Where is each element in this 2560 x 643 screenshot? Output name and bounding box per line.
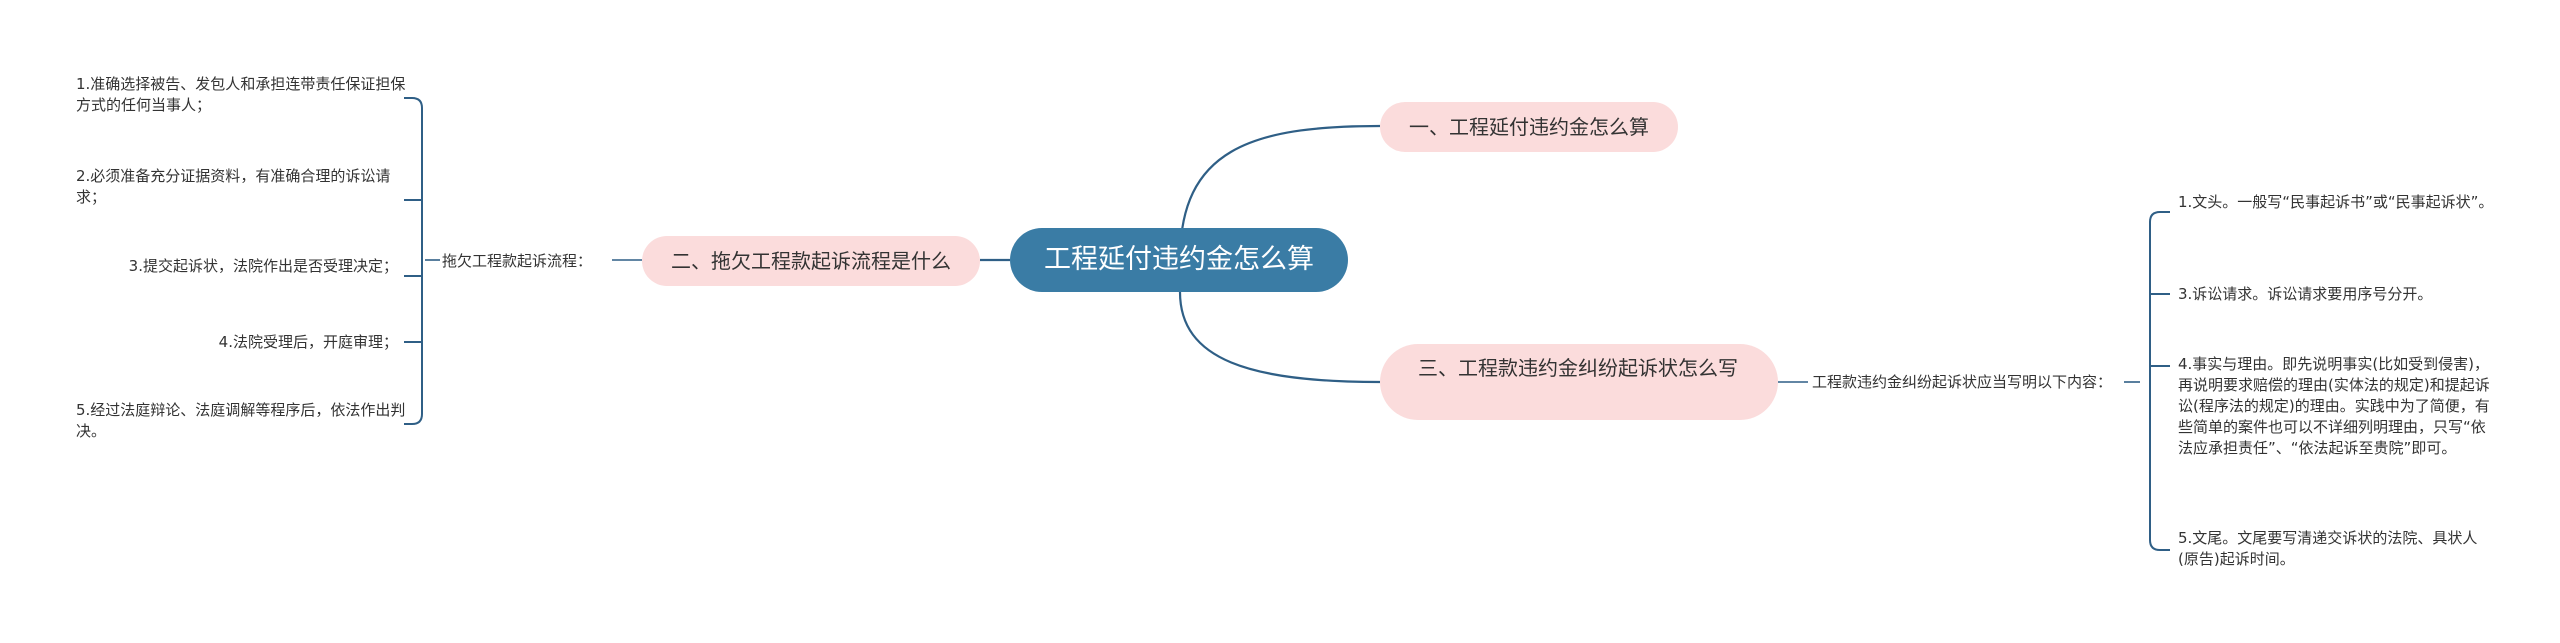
branch-3-sublabel[interactable]: 工程款违约金纠纷起诉状应当写明以下内容： (1812, 373, 2113, 391)
leaf-left-2[interactable]: 2.必须准备充分证据资料，有准确合理的诉讼请求； (76, 167, 391, 206)
bracket-right (2149, 211, 2161, 551)
branch-node-2[interactable]: 二、拖欠工程款起诉流程是什么 (642, 236, 980, 286)
branch-2-sublabel[interactable]: 拖欠工程款起诉流程： (442, 252, 593, 270)
leaf-left-5[interactable]: 5.经过法庭辩论、法庭调解等程序后，依法作出判决。 (76, 401, 406, 440)
link-root-branch3 (1178, 291, 1381, 384)
root-node[interactable]: 工程延付违约金怎么算 (1010, 228, 1348, 292)
leaf-right-4[interactable]: 5.文尾。文尾要写清递交诉状的法院、具状人(原告)起诉时间。 (2178, 529, 2478, 568)
leaf-right-3[interactable]: 4.事实与理由。即先说明事实(比如受到侵害)，再说明要求赔偿的理由(实体法的规定… (2178, 355, 2490, 457)
leaf-left-1[interactable]: 1.准确选择被告、发包人和承担连带责任保证担保方式的任何当事人； (76, 75, 406, 114)
leaf-right-2[interactable]: 3.诉讼请求。诉讼请求要用序号分开。 (2178, 285, 2433, 303)
bracket-left (411, 97, 423, 425)
branch-node-3[interactable]: 三、工程款违约金纠纷起诉状怎么写 (1380, 344, 1778, 420)
link-root-branch1 (1178, 124, 1381, 261)
leaf-right-1[interactable]: 1.文头。一般写“民事起诉书”或“民事起诉状”。 (2178, 193, 2494, 211)
leaf-left-4[interactable]: 4.法院受理后，开庭审理； (218, 333, 398, 351)
branch-node-1[interactable]: 一、工程延付违约金怎么算 (1380, 102, 1678, 152)
leaf-left-3[interactable]: 3.提交起诉状，法院作出是否受理决定； (128, 257, 398, 275)
